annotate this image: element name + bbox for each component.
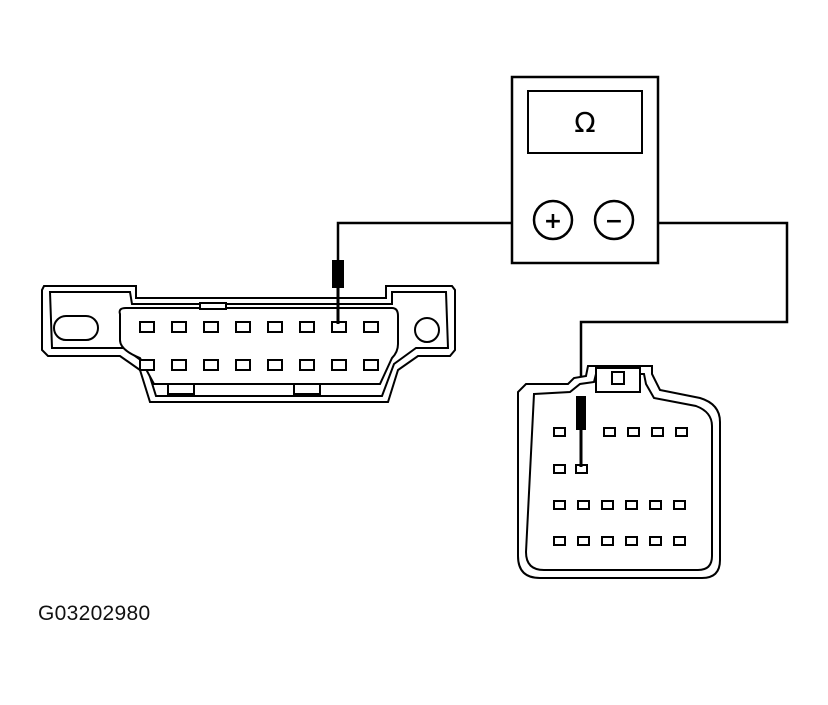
ohmmeter-display xyxy=(527,90,643,154)
figure-id: G03202980 xyxy=(38,602,151,625)
dlc-pin-face xyxy=(118,307,399,385)
module-pin-row-3 xyxy=(553,500,686,510)
module-pin-row-1 xyxy=(553,427,688,437)
module-latch-window xyxy=(611,371,625,385)
ohm-symbol: Ω xyxy=(574,106,595,139)
dlc-right-mount-hole xyxy=(414,317,440,343)
module-connector-inner xyxy=(524,373,713,571)
dlc-top-tab xyxy=(199,302,227,310)
negative-probe xyxy=(576,396,586,467)
ohmmeter: Ω + − xyxy=(510,75,660,265)
negative-lead-wire xyxy=(579,221,789,398)
positive-probe xyxy=(332,260,344,324)
module-pin-row-4 xyxy=(553,536,686,546)
plus-symbol: + xyxy=(544,209,562,234)
dlc-upper-pin-row xyxy=(139,321,379,333)
dlc-bottom-tab-right xyxy=(293,383,321,395)
negative-terminal xyxy=(593,199,635,241)
positive-lead-wire xyxy=(336,221,535,262)
module-connector xyxy=(517,365,721,579)
dlc-lower-pin-row xyxy=(139,359,379,371)
positive-terminal xyxy=(532,199,574,241)
test-leads xyxy=(336,221,789,398)
module-connector-housing xyxy=(517,365,721,579)
minus-symbol: − xyxy=(605,209,623,234)
data-link-connector xyxy=(41,285,456,403)
dlc-bottom-tab-left xyxy=(167,383,195,395)
dlc-left-mount-slot xyxy=(53,315,99,341)
